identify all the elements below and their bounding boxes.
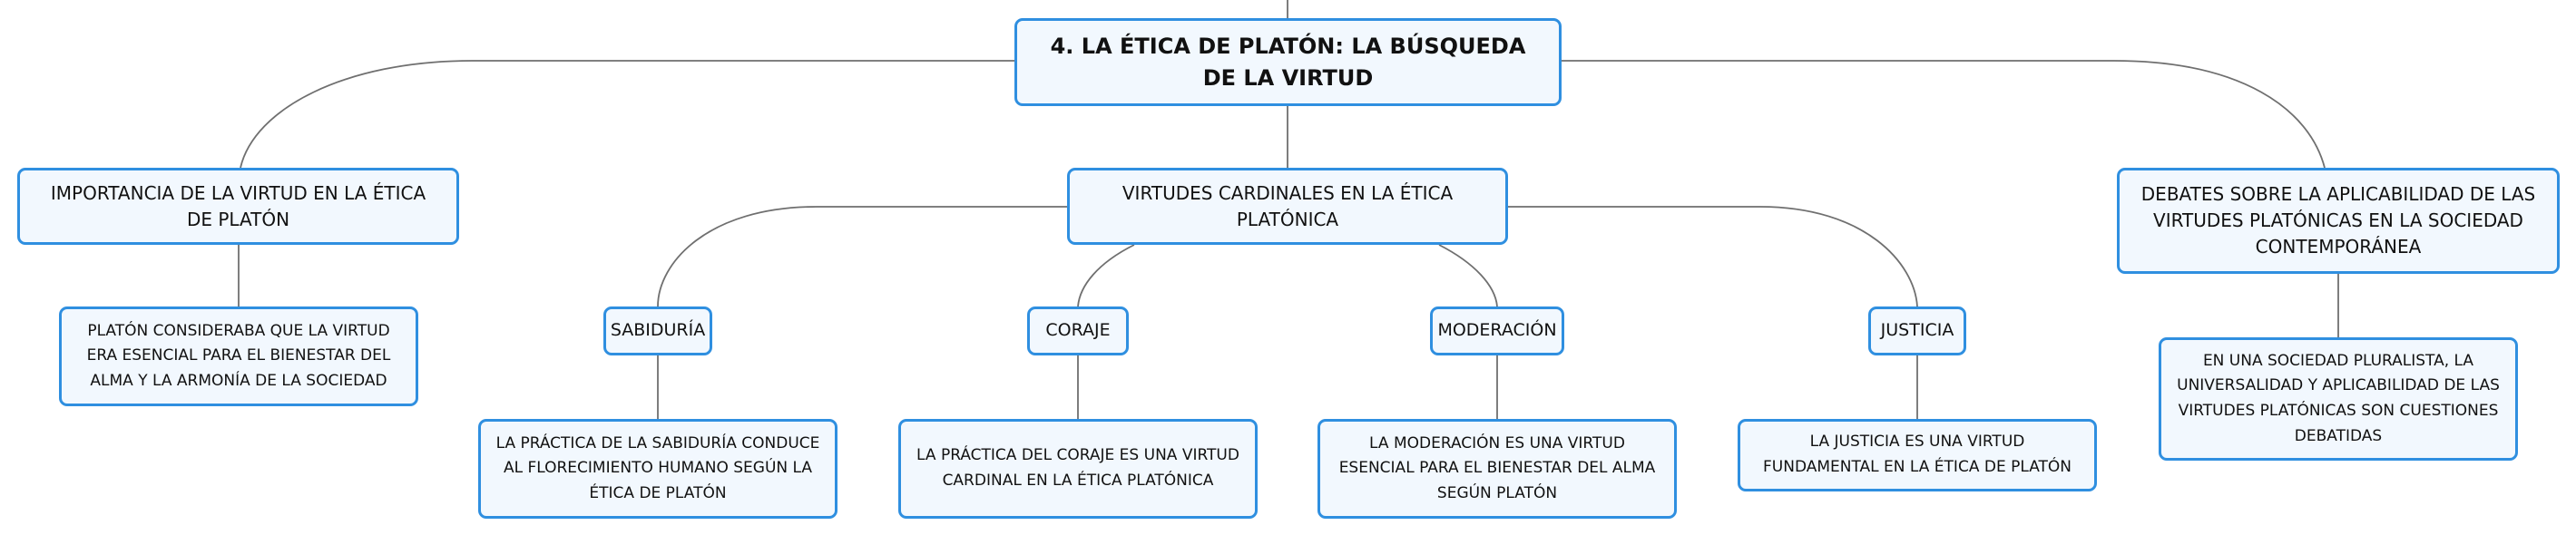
- virtue-sabiduria-detail-text: LA PRÁCTICA DE LA SABIDURÍA CONDUCE AL F…: [495, 433, 820, 502]
- importance-detail-node[interactable]: PLATÓN CONSIDERABA QUE LA VIRTUD ERA ESE…: [59, 306, 418, 406]
- importance-node[interactable]: IMPORTANCIA DE LA VIRTUD EN LA ÉTICA DE …: [17, 168, 459, 245]
- virtue-coraje-detail-node[interactable]: LA PRÁCTICA DEL CORAJE ES UNA VIRTUD CAR…: [898, 419, 1258, 519]
- importance-title: IMPORTANCIA DE LA VIRTUD EN LA ÉTICA DE …: [50, 181, 426, 230]
- virtue-sabiduria-label: SABIDURÍA: [610, 320, 706, 341]
- virtue-moderacion-label: MODERACIÓN: [1437, 320, 1557, 341]
- connector-cardinal-to-sabiduria: [657, 206, 1067, 307]
- connector-cardinal-to-coraje: [1077, 244, 1135, 307]
- root-node[interactable]: 4. LA ÉTICA DE PLATÓN: LA BÚSQUEDA DE LA…: [1014, 18, 1562, 106]
- virtue-sabiduria-detail-node[interactable]: LA PRÁCTICA DE LA SABIDURÍA CONDUCE AL F…: [478, 419, 837, 519]
- root-title: 4. LA ÉTICA DE PLATÓN: LA BÚSQUEDA DE LA…: [1050, 33, 1526, 91]
- debates-detail-text: EN UNA SOCIEDAD PLURALISTA, LA UNIVERSAL…: [2177, 351, 2500, 445]
- virtue-coraje-label: CORAJE: [1045, 320, 1111, 341]
- debates-title: DEBATES SOBRE LA APLICABILIDAD DE LAS VI…: [2140, 183, 2536, 258]
- virtue-justicia-detail-text: LA JUSTICIA ES UNA VIRTUD FUNDAMENTAL EN…: [1763, 433, 2072, 476]
- virtue-moderacion-detail-text: LA MODERACIÓN ES UNA VIRTUD ESENCIAL PAR…: [1338, 433, 1656, 502]
- connector-cardinal-to-moderacion: [1438, 244, 1498, 307]
- virtue-justicia-label: JUSTICIA: [1880, 320, 1954, 341]
- debates-node[interactable]: DEBATES SOBRE LA APLICABILIDAD DE LAS VI…: [2117, 168, 2560, 274]
- virtue-moderacion-detail-node[interactable]: LA MODERACIÓN ES UNA VIRTUD ESENCIAL PAR…: [1317, 419, 1677, 519]
- virtue-justicia-node[interactable]: JUSTICIA: [1868, 306, 1966, 355]
- connector-root-to-importance: [240, 60, 1014, 169]
- cardinal-virtues-node[interactable]: VIRTUDES CARDINALES EN LA ÉTICA PLATÓNIC…: [1067, 168, 1508, 245]
- virtue-coraje-detail-text: LA PRÁCTICA DEL CORAJE ES UNA VIRTUD CAR…: [916, 446, 1239, 490]
- connector-cardinal-to-justicia: [1508, 206, 1918, 307]
- debates-detail-node[interactable]: EN UNA SOCIEDAD PLURALISTA, LA UNIVERSAL…: [2159, 337, 2518, 461]
- virtue-moderacion-node[interactable]: MODERACIÓN: [1430, 306, 1564, 355]
- virtue-justicia-detail-node[interactable]: LA JUSTICIA ES UNA VIRTUD FUNDAMENTAL EN…: [1738, 419, 2097, 491]
- virtue-coraje-node[interactable]: CORAJE: [1027, 306, 1129, 355]
- connector-root-to-debates: [1561, 60, 2326, 169]
- cardinal-virtues-title: VIRTUDES CARDINALES EN LA ÉTICA PLATÓNIC…: [1121, 181, 1454, 230]
- importance-detail-text: PLATÓN CONSIDERABA QUE LA VIRTUD ERA ESE…: [86, 321, 391, 390]
- virtue-sabiduria-node[interactable]: SABIDURÍA: [603, 306, 712, 355]
